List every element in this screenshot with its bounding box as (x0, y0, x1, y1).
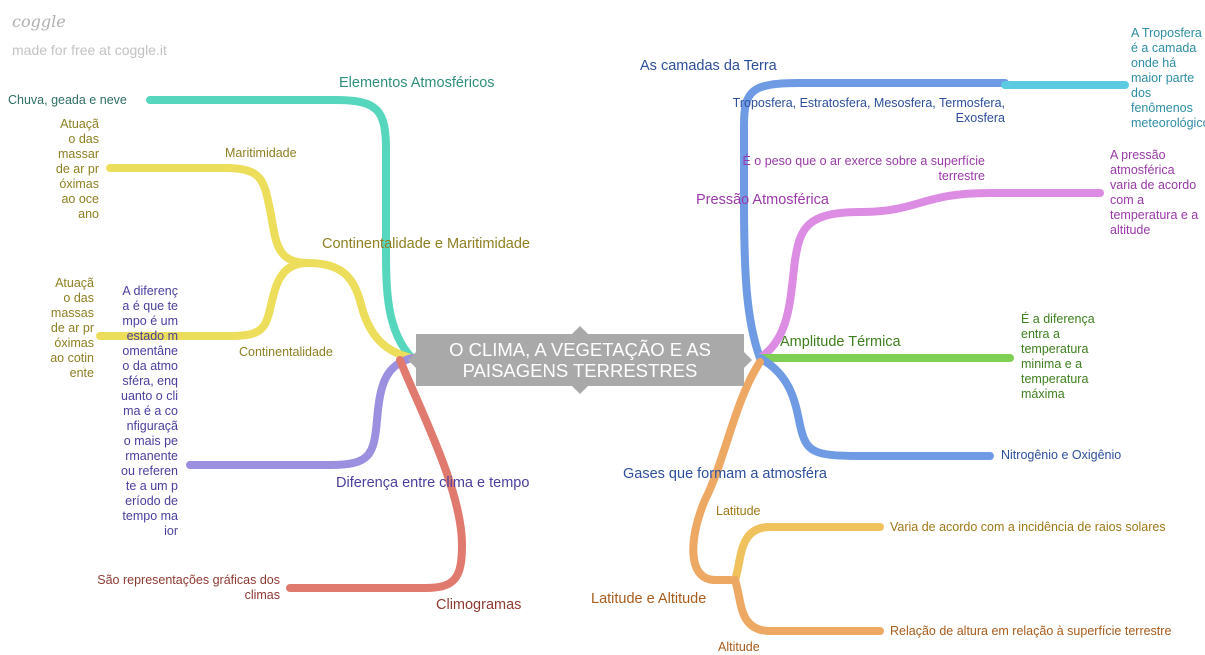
branch-gases-atmosfera (756, 354, 994, 460)
branch-elementos-atmosfericos (146, 96, 416, 362)
label-continentalidade-maritimidade[interactable]: Continentalidade e Maritimidade (322, 236, 530, 252)
note-pressao-variacao[interactable]: A pressão atmosférica varia de acordo co… (1110, 148, 1199, 237)
note-nitrogenio-oxigenio[interactable]: Nitrogênio e Oxigênio (1001, 448, 1122, 462)
label-altitude[interactable]: Altitude (718, 640, 760, 654)
note-amplitude-termica[interactable]: É a diferença entra a temperatura minima… (1021, 312, 1095, 401)
branch-diferenca-clima-tempo (186, 354, 416, 469)
note-climogramas[interactable]: São representações gráficas dos climas (97, 573, 280, 602)
branch-latitude-altitude (689, 358, 764, 584)
note-pressao-definicao[interactable]: É o peso que o ar exerce sobre a superfí… (742, 154, 985, 183)
central-node[interactable]: O CLIMA, A VEGETAÇÃO E AS PAISAGENS TERR… (416, 334, 744, 386)
branch-climogramas (286, 356, 467, 592)
label-chuva-geada-neve[interactable]: Chuva, geada e neve (8, 93, 127, 107)
branch-altitude (731, 576, 884, 635)
label-latitude[interactable]: Latitude (716, 504, 761, 518)
note-latitude[interactable]: Varia de acordo com a incidência de raio… (890, 520, 1166, 534)
label-diferenca-clima-tempo[interactable]: Diferença entre clima e tempo (336, 475, 530, 491)
label-elementos-atmosfericos[interactable]: Elementos Atmosféricos (339, 75, 495, 91)
note-maritimidade[interactable]: Atuação das massar de ar próximas ao oce… (55, 117, 99, 221)
label-amplitude-termica[interactable]: Amplitude Térmica (780, 334, 901, 350)
central-arrow-down (572, 386, 588, 394)
label-camadas-da-terra[interactable]: As camadas da Terra (640, 58, 777, 74)
label-gases-atmosfera[interactable]: Gases que formam a atmosféra (623, 466, 827, 482)
label-latitude-altitude[interactable]: Latitude e Altitude (591, 591, 707, 607)
note-troposfera[interactable]: A Troposfera é a camada onde há maior pa… (1131, 26, 1205, 130)
branch-pressao-atmosferica (756, 189, 1104, 362)
branch-latitude (731, 523, 884, 584)
central-arrow-left (408, 352, 416, 368)
label-pressao-atmosferica[interactable]: Pressão Atmosférica (696, 192, 829, 208)
note-continentalidade[interactable]: Atuação das massas de ar próximas ao cot… (50, 276, 94, 380)
label-climogramas[interactable]: Climogramas (436, 597, 522, 613)
branch-continentalidade (96, 259, 312, 340)
label-continentalidade[interactable]: Continentalidade (239, 345, 333, 359)
branch-maritimidade (106, 164, 312, 267)
coggle-logo: coggle (12, 12, 66, 31)
coggle-tagline: made for free at coggle.it (12, 42, 167, 58)
branch-continentalidade-maritimidade (304, 259, 416, 362)
note-diferenca-clima-tempo[interactable]: A diferença é que tempo é um estado mome… (121, 284, 178, 538)
branch-camadas-da-terra (740, 79, 1009, 362)
central-arrow-right (744, 352, 752, 368)
note-altitude[interactable]: Relação de altura em relação à superfíci… (890, 624, 1172, 638)
central-node-title: O CLIMA, A VEGETAÇÃO E AS PAISAGENS TERR… (449, 339, 711, 381)
label-maritimidade[interactable]: Maritimidade (225, 146, 297, 160)
note-camadas-lista[interactable]: Troposfera, Estratosfera, Mesosfera, Ter… (732, 96, 1005, 125)
central-arrow-up (572, 326, 588, 334)
